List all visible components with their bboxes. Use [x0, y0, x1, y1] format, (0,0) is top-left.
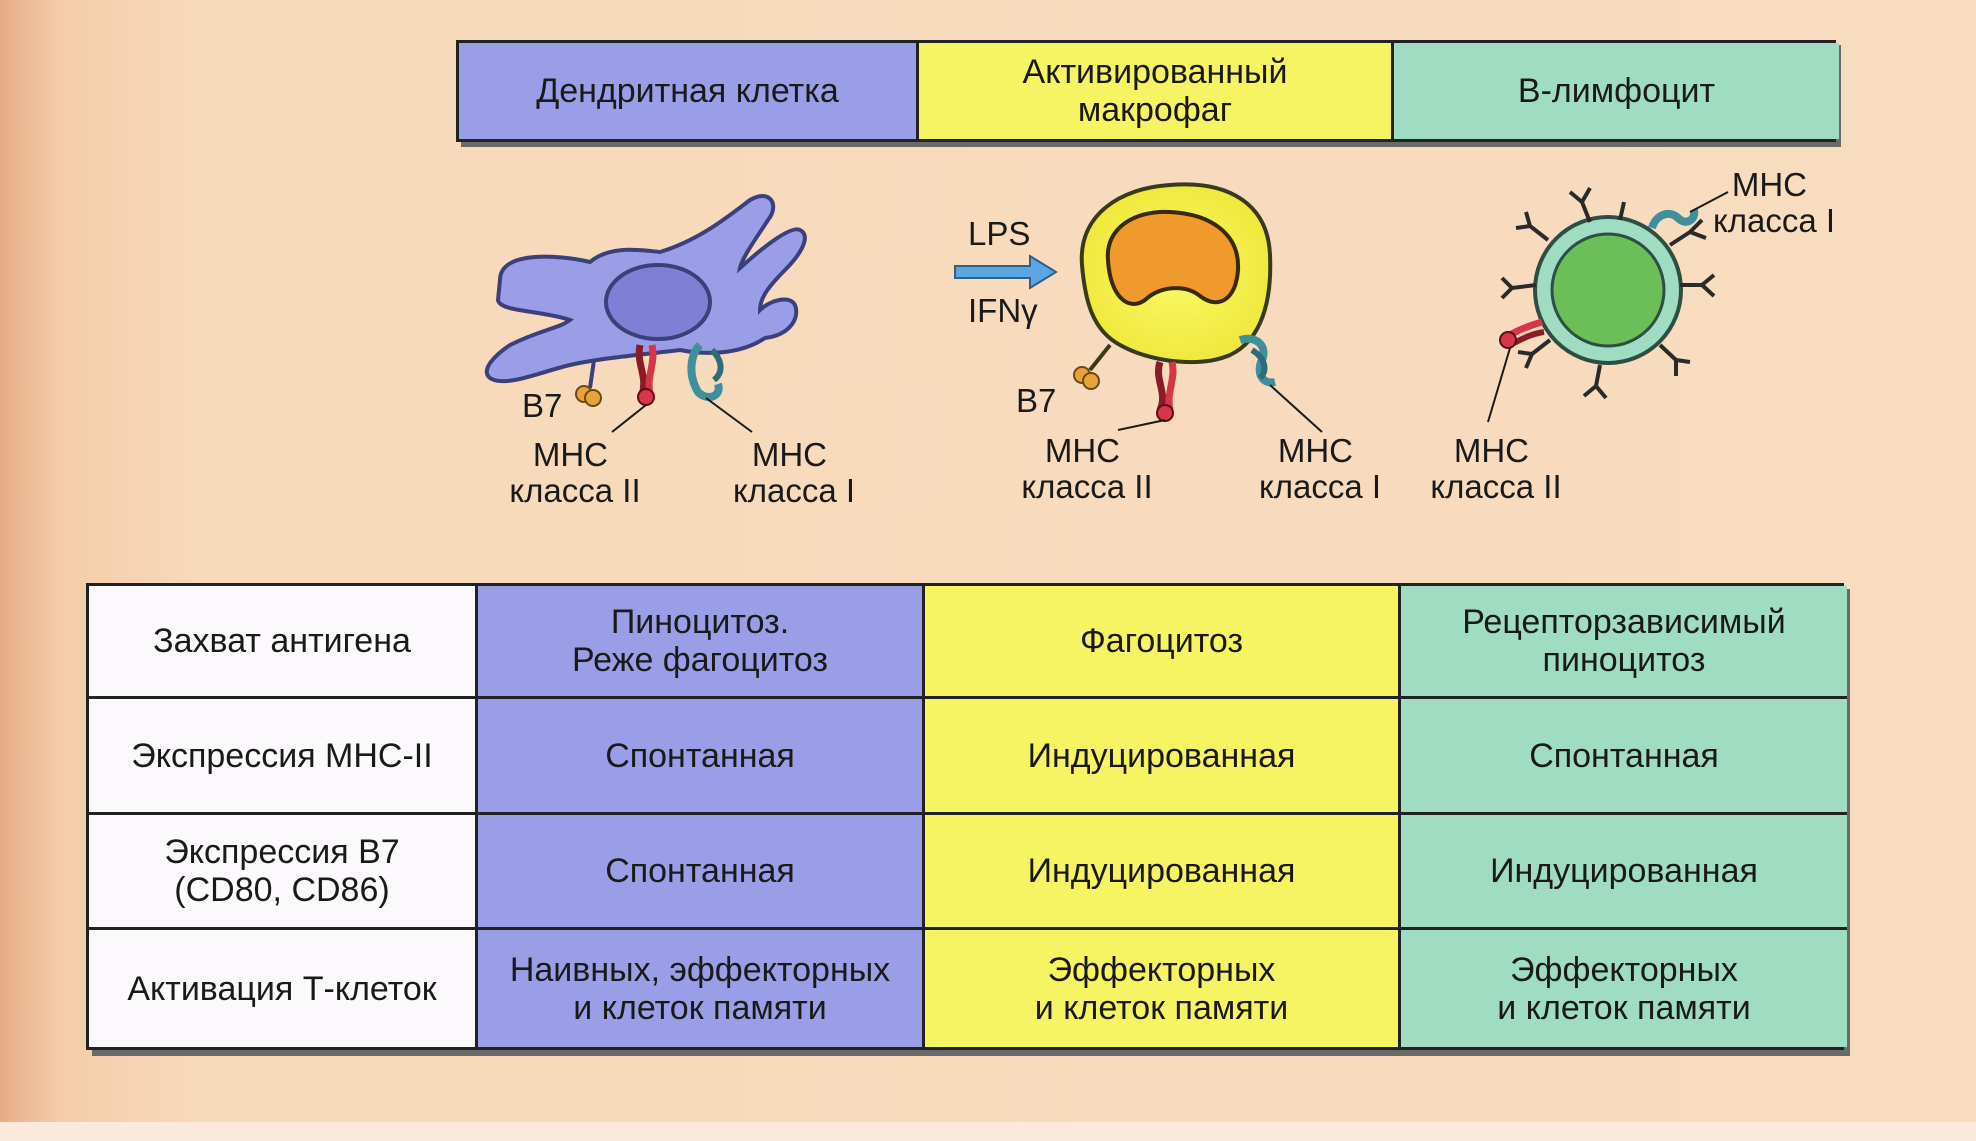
- comparison-table: Захват антигена Пиноцитоз. Реже фагоцито…: [86, 583, 1847, 1050]
- cell-lymphocyte-b7-expression: Индуцированная: [1401, 815, 1847, 930]
- cell-lymphocyte-t-cell-activation: Эффекторных и клеток памяти: [1401, 930, 1847, 1047]
- cell-macrophage-antigen-uptake: Фагоцитоз: [925, 586, 1401, 699]
- lymphocyte-mhc-i-pointer: [1689, 191, 1729, 213]
- macrophage-b7-label: В7: [1016, 382, 1056, 419]
- dendritic-mhc-ii-label: MHC класса II: [509, 436, 640, 509]
- page-bottom-strip: [0, 1122, 1976, 1141]
- stimulus-arrow-icon: [954, 254, 1058, 290]
- lymphocyte-antibody-receptors: [1500, 187, 1716, 400]
- lymphocyte-mhc-ii-pointer: [1487, 347, 1511, 423]
- lymphocyte-mhc-i-label: MHC класса I: [1713, 166, 1835, 239]
- row-label-antigen-uptake: Захват антигена: [89, 586, 478, 699]
- lymphocyte-mhc-ii-label: MHC класса II: [1430, 432, 1561, 505]
- macrophage-mhc-ii-receptor: [1155, 360, 1177, 422]
- row-label-mhc-ii-expression: Экспрессия MHC-II: [89, 699, 478, 815]
- cell-dendritic-t-cell-activation: Наивных, эффекторных и клеток памяти: [478, 930, 925, 1047]
- dendritic-b7-receptor: [575, 359, 602, 407]
- macrophage-illustration: В7 MHC класса II MHC класса I: [1016, 182, 1381, 505]
- header-activated-macrophage: Активированный макрофаг: [916, 43, 1391, 139]
- cell-dendritic-b7-expression: Спонтанная: [478, 815, 925, 930]
- macrophage-b7-receptor: [1073, 343, 1112, 390]
- lymphocyte-nucleus: [1550, 232, 1666, 348]
- ifn-gamma-label: IFNγ: [968, 292, 1038, 329]
- cell-dendritic-antigen-uptake: Пиноцитоз. Реже фагоцитоз: [478, 586, 925, 699]
- lymphocyte-mhc-i-receptor: [1648, 209, 1699, 230]
- dendritic-mhc-i-label: MHC класса I: [733, 436, 855, 509]
- lps-label: LPS: [968, 215, 1030, 252]
- stimulus-arrow-group: LPS IFNγ: [954, 215, 1058, 329]
- cell-diagram: В7 MHC класса II MHC класса I LPS IFNγ: [484, 166, 1835, 509]
- lymphocyte-mhc-ii-receptor: [1499, 318, 1545, 349]
- macrophage-mhc-ii-label: MHC класса II: [1021, 432, 1152, 505]
- dendritic-mhc-ii-pointer: [611, 404, 647, 433]
- row-label-t-cell-activation: Активация Т-клеток: [89, 930, 478, 1047]
- macrophage-nucleus: [1105, 209, 1241, 306]
- row-label-b7-expression: Экспрессия В7 (CD80, CD86): [89, 815, 478, 930]
- cell-macrophage-mhc-ii-expression: Индуцированная: [925, 699, 1401, 815]
- header-b-lymphocyte: В-лимфоцит: [1391, 43, 1839, 139]
- macrophage-mhc-i-receptor: [1238, 334, 1276, 387]
- dendritic-b7-label: В7: [522, 387, 562, 424]
- dendritic-mhc-i-pointer: [705, 397, 753, 433]
- cell-type-header: Дендритная клетка Активированный макрофа…: [456, 40, 1839, 142]
- b-lymphocyte-illustration: MHC класса I MHC класса II: [1430, 166, 1835, 505]
- dendritic-cell-nucleus: [604, 263, 712, 341]
- header-dendritic-cell: Дендритная клетка: [459, 43, 916, 139]
- macrophage-mhc-i-pointer: [1269, 384, 1323, 433]
- macrophage-mhc-ii-pointer: [1117, 419, 1166, 431]
- dendritic-cell-illustration: В7 MHC класса II MHC класса I: [484, 193, 855, 509]
- cell-lymphocyte-antigen-uptake: Рецепторзависимый пиноцитоз: [1401, 586, 1847, 699]
- cell-macrophage-t-cell-activation: Эффекторных и клеток памяти: [925, 930, 1401, 1047]
- cell-macrophage-b7-expression: Индуцированная: [925, 815, 1401, 930]
- dendritic-mhc-i-receptor: [687, 342, 724, 402]
- cell-dendritic-mhc-ii-expression: Спонтанная: [478, 699, 925, 815]
- cell-lymphocyte-mhc-ii-expression: Спонтанная: [1401, 699, 1847, 815]
- macrophage-mhc-i-label: MHC класса I: [1259, 432, 1381, 505]
